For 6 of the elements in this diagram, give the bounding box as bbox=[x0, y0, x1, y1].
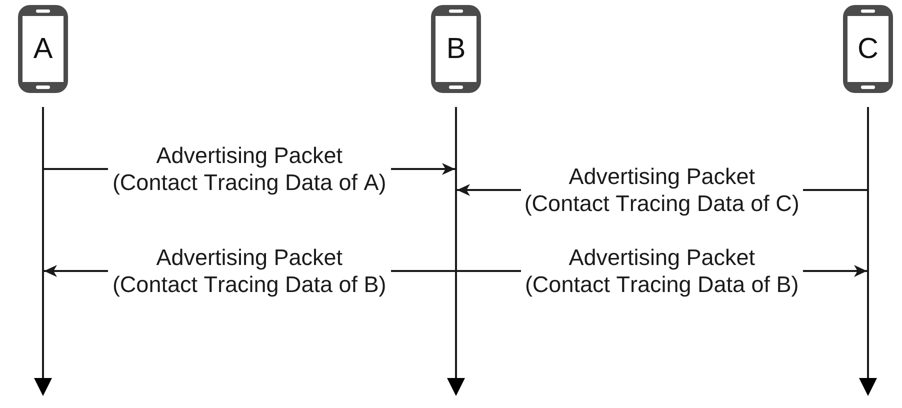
phone-with-lifeline bbox=[18, 5, 68, 396]
node-label: C bbox=[858, 34, 878, 64]
phone-with-lifeline bbox=[843, 5, 893, 396]
node-label: A bbox=[33, 34, 53, 64]
phone-with-lifeline bbox=[431, 5, 481, 396]
node-label: B bbox=[446, 34, 466, 64]
